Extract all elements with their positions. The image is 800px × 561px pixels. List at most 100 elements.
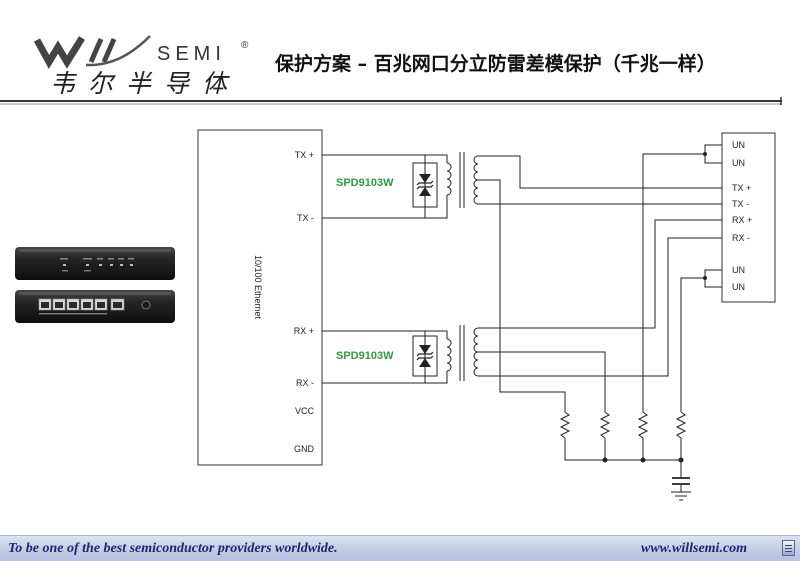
phy-pin-rx-minus: RX - [296,378,314,388]
tx-channel [322,152,722,412]
router-led [130,264,133,266]
company-logo: SEMI ® 韦尔半导体 [33,35,249,98]
tvs-lower-diode-1 [419,345,431,354]
wire-rx-minus [322,371,448,384]
router-led [99,264,102,266]
tvs-lower-bar-1 [416,351,434,357]
junction-dot [602,457,608,463]
router-led-mark [118,258,124,260]
rj45-connector: UN UN TX + TX - RX + RX - UN UN [721,132,776,303]
lan-port-socket [41,302,49,308]
connector-pin-tx-plus: TX + [732,183,751,193]
tvs-upper-label: SPD9103W [336,177,394,189]
router-led-mark [62,270,68,272]
resistor-3 [637,411,649,439]
header-rule [0,97,782,105]
footer-url[interactable]: www.willsemi.com [641,541,748,556]
power-jack [141,300,151,310]
router-led [86,264,89,266]
router-led-mark [108,258,114,260]
wire-tx-minus [322,195,448,219]
wire-un-upper-bridge [704,144,722,164]
nav-icon-line [785,548,792,549]
rx-channel [322,219,722,412]
connector-pin-un-2: UN [732,158,745,168]
wire-un-lower-drop [680,277,705,412]
tvs-upper-diode-2 [419,187,431,196]
phy-pin-tx-plus: TX + [295,150,314,160]
router-back-photo [15,290,175,323]
tvs-upper-bar-2 [416,184,434,190]
logo-l-stroke-1 [88,38,104,63]
lan-port-socket [97,302,105,308]
wire-line-tx-plus [478,155,722,189]
port-label-strip [39,313,107,315]
logo-registered-mark: ® [241,40,249,51]
phy-pin-tx-minus: TX - [297,213,314,223]
tvs-lower-symbol [412,335,438,377]
router-led [110,264,113,266]
lan-port-socket [55,302,63,308]
router-led-mark [60,258,68,260]
logo-chinese-name: 韦尔半导体 [50,69,240,98]
router-led [63,264,66,266]
phy-pin-gnd: GND [294,444,315,454]
ethernet-phy-block: 10/100 Ethernet TX + TX - RX + RX - VCC … [197,129,323,466]
phy-pin-rx-plus: RX + [294,326,314,336]
router-front-highlight [19,249,171,252]
router-led-mark [97,258,103,260]
tvs-lower-label: SPD9103W [336,350,394,362]
wan-port-socket [113,302,122,308]
router-led-mark [83,258,92,260]
junction-dot [640,457,646,463]
nav-icon-line [785,551,792,552]
wire-line-rx-minus [478,237,722,377]
connector-pin-tx-minus: TX - [732,199,749,209]
tvs-upper-bar-1 [416,180,434,186]
connector-pin-rx-plus: RX + [732,215,752,225]
resistor-4 [675,411,687,439]
wire-tx-center-tap [478,179,566,412]
resistor-2 [599,411,611,439]
connector-box [721,132,776,303]
junction-dot [703,276,707,280]
junction-dot [703,152,707,156]
wire-rx-center-tap [478,351,606,412]
phy-pin-vcc: VCC [295,406,315,416]
tx-secondary-coil [473,155,479,205]
logo-semi-text: SEMI [157,43,226,65]
wire-rx-plus [322,330,448,339]
wire-line-rx-plus [478,219,722,329]
tvs-upper-symbol [412,162,438,208]
connector-pin-un-4: UN [732,282,745,292]
tvs-lower-bar-2 [416,355,434,361]
resistor-1 [559,411,571,439]
connector-pin-rx-minus: RX - [732,233,750,243]
wire-un-upper-drop [642,153,705,412]
junction-dot [678,457,684,463]
router-led-mark [128,258,134,260]
router-front-photo [15,247,175,280]
lan-port-socket [83,302,91,308]
phy-box [197,129,323,466]
bob-smith-termination [559,411,691,501]
slide-title: 保护方案 – 百兆网口分立防雷差模保护（千兆一样） [275,53,716,75]
wire-un-lower-bridge [704,269,722,288]
router-back-highlight [19,292,171,295]
phy-label: 10/100 Ethernet [253,255,263,320]
slide-nav-icon[interactable] [782,540,795,556]
connector-pin-un-1: UN [732,140,745,150]
tvs-upper-diode-1 [419,174,431,183]
logo-w-mark [33,36,85,70]
footer-slogan: To be one of the best semiconductor prov… [8,541,338,556]
nav-icon-line [785,545,792,546]
rx-primary-coil [446,338,452,372]
logo-l-stroke-2 [101,38,117,63]
tx-primary-coil [446,162,452,196]
connector-pin-un-3: UN [732,265,745,275]
wire-tx-plus [322,154,448,163]
rx-secondary-coil [473,327,479,377]
logo-swoosh [85,35,151,67]
wire-termination-bus [564,438,681,461]
